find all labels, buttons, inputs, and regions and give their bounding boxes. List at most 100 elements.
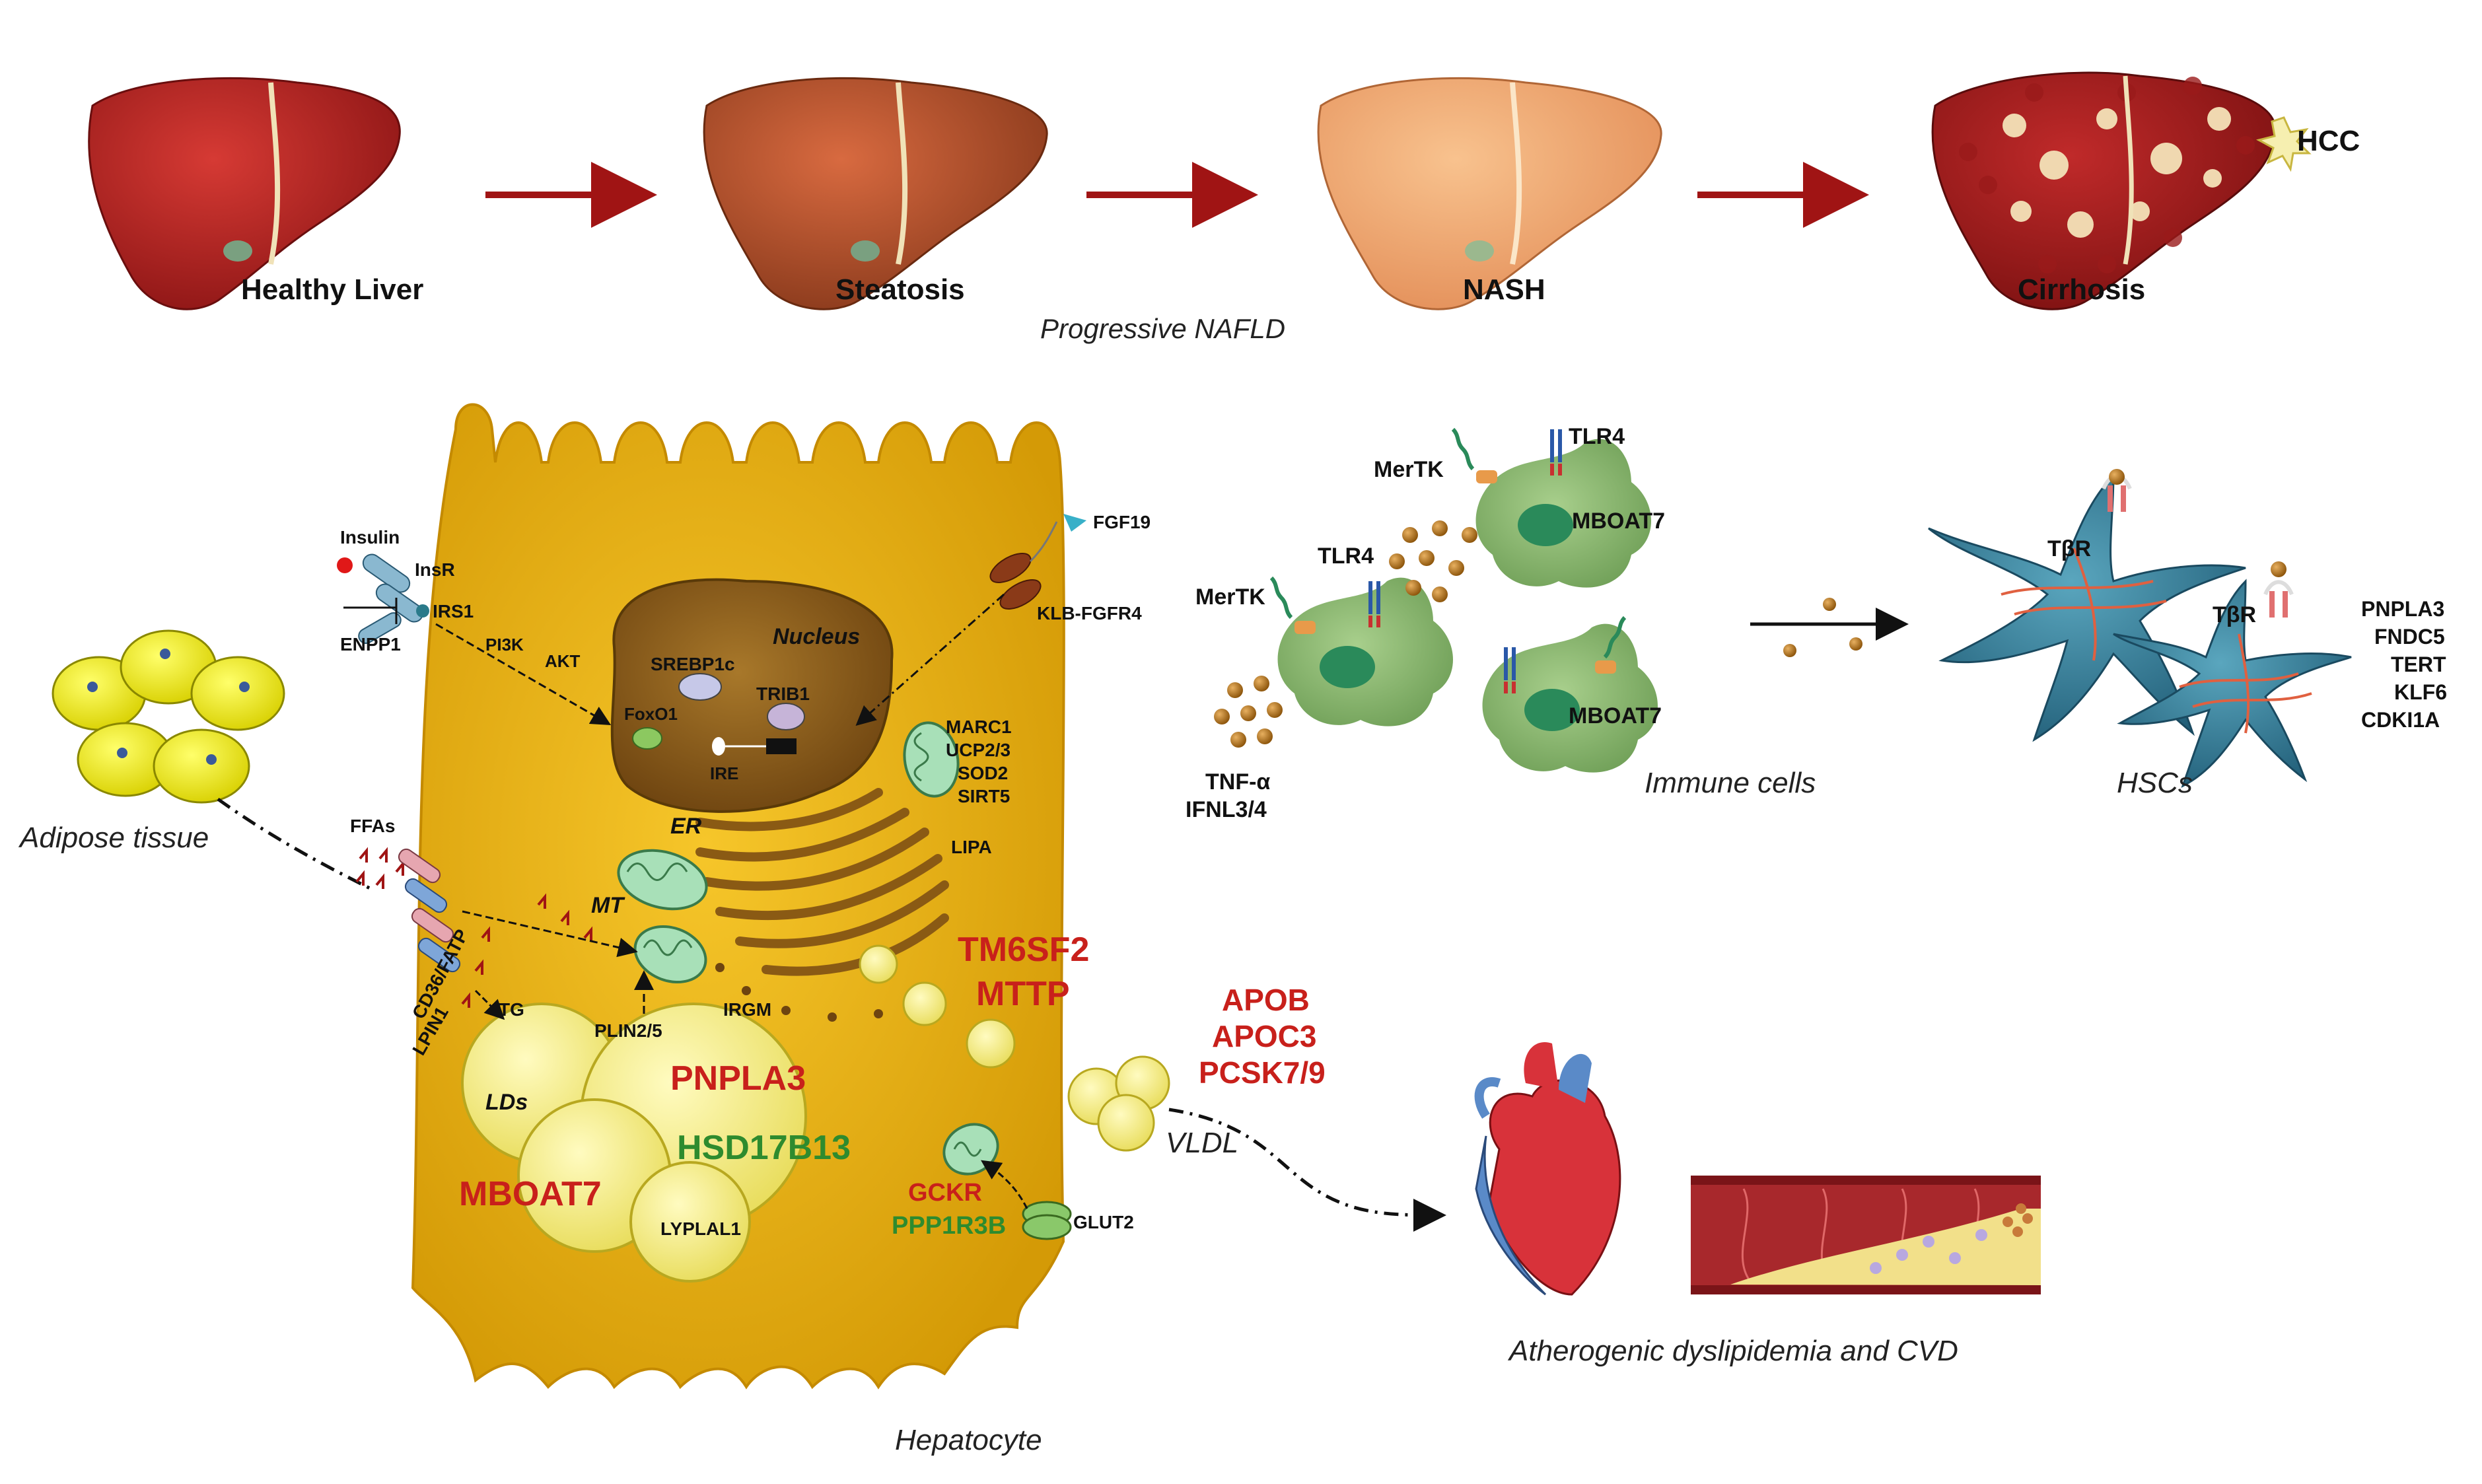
mito-gene-sirt5: SIRT5 <box>958 786 1010 806</box>
ire-shape <box>712 737 725 756</box>
ire-label: IRE <box>710 763 738 783</box>
klb-fgfr4-label: KLB-FGFR4 <box>1037 603 1142 623</box>
enpp1-label: ENPP1 <box>340 634 401 654</box>
vldl-gene-apoc3: APOC3 <box>1212 1019 1316 1053</box>
immune-caption: Immune cells <box>1645 767 1816 799</box>
lipid-droplets <box>461 1003 807 1283</box>
gckr-label: GCKR <box>908 1179 982 1207</box>
ire-gene-block <box>766 738 797 754</box>
ffa-molecules <box>355 847 592 1008</box>
mboat7-immune-2: MBOAT7 <box>1569 703 1662 728</box>
tg-label: TG <box>499 999 524 1020</box>
cytokine-tnf: TNF-α <box>1205 769 1270 795</box>
trib1-shape <box>767 703 805 730</box>
insr-signal-arrow <box>435 623 612 725</box>
hsc-fibers <box>2001 548 2312 734</box>
tlr4-label-2: TLR4 <box>1318 544 1374 569</box>
hsc-gene-fndc5: FNDC5 <box>2374 625 2445 649</box>
hcc-label: HCC <box>2297 125 2360 157</box>
liver-nash <box>1317 77 1662 310</box>
insr-label: InsR <box>415 559 455 580</box>
srebp1c-label: SREBP1c <box>651 654 735 674</box>
adipose-to-cell-arrow <box>217 797 371 890</box>
mertk-label-2: MerTK <box>1195 584 1265 610</box>
tbr-label-1: TβR <box>2047 536 2091 561</box>
irgm-label: IRGM <box>723 999 771 1020</box>
plin-label: PLIN2/5 <box>594 1020 662 1041</box>
foxo1-shape <box>632 727 662 750</box>
fgf19-icon <box>1063 514 1086 532</box>
hsc-cell-2 <box>2113 579 2352 788</box>
mboat7-immune-1: MBOAT7 <box>1572 509 1665 534</box>
heart-icon <box>1474 1042 1621 1296</box>
mt-label: MT <box>591 893 625 918</box>
stage-label-steatosis: Steatosis <box>835 273 965 306</box>
mito-gene-sod2: SOD2 <box>958 763 1008 783</box>
insulin-receptor <box>358 553 429 644</box>
irs1-label: IRS1 <box>433 601 474 621</box>
immune-cell-1 <box>1475 439 1651 588</box>
cytokine-beads-2 <box>1214 676 1283 748</box>
pnpla3-hepatocyte: PNPLA3 <box>670 1059 806 1098</box>
hsc-gene-pnpla3: PNPLA3 <box>2361 597 2444 621</box>
fgfr4-signal-arrow <box>855 593 1005 726</box>
vldl-to-cvd-arrow <box>1168 1108 1446 1232</box>
hsd17b13-label: HSD17B13 <box>677 1129 851 1167</box>
stage-label-cirrhosis: Cirrhosis <box>2018 273 2145 306</box>
tlr4-label-1: TLR4 <box>1569 424 1625 449</box>
mitochondrion-3 <box>903 721 960 798</box>
adipose-caption: Adipose tissue <box>18 822 209 854</box>
foxo1-label: FoxO1 <box>624 704 678 724</box>
tbr-receptors <box>2102 469 2294 618</box>
pi3k-label: PI3K <box>485 635 524 654</box>
vldl-caption: VLDL <box>1166 1127 1238 1159</box>
hsc-gene-cdki1a: CDKI1A <box>2361 708 2440 732</box>
insulin-dot <box>337 557 353 573</box>
adipose-tissue-illustration <box>52 629 285 804</box>
er-label: ER <box>670 814 702 839</box>
mertk-label-1: MerTK <box>1374 457 1444 482</box>
mito-gene-ucp: UCP2/3 <box>946 740 1011 760</box>
mitochondrion-1 <box>617 849 708 911</box>
fgfr4-receptor <box>989 521 1058 610</box>
hsc-caption: HSCs <box>2117 767 2193 799</box>
glut2-arrow <box>981 1160 1028 1209</box>
fgf19-label: FGF19 <box>1093 512 1151 532</box>
lds-label: LDs <box>485 1090 528 1115</box>
ffas-label: FFAs <box>350 816 395 836</box>
lyplal1-label: LYPLAL1 <box>660 1219 741 1239</box>
immune-cell-3 <box>1482 623 1658 773</box>
cd36-transporter <box>398 848 461 973</box>
insulin-label: Insulin <box>340 527 400 548</box>
immune-cell-2 <box>1277 577 1453 726</box>
tg-arrow <box>474 989 505 1020</box>
stage-label-healthy: Healthy Liver <box>241 273 423 306</box>
hsc-gene-klf6: KLF6 <box>2394 680 2447 704</box>
signal-beads <box>1783 598 1862 657</box>
nucleus-label: Nucleus <box>773 624 860 649</box>
hsc-gene-tert: TERT <box>2391 653 2446 676</box>
vldl-particles <box>1067 1055 1170 1152</box>
secretory-vesicles <box>859 944 1016 1069</box>
vldl-gene-pcsk: PCSK7/9 <box>1199 1055 1326 1090</box>
liver-healthy <box>88 77 401 310</box>
akt-label: AKT <box>545 651 581 671</box>
immune-receptors <box>1269 427 1627 693</box>
trib1-label: TRIB1 <box>756 684 810 704</box>
mttp-label: MTTP <box>976 975 1070 1013</box>
ppp1r3b-label: PPP1R3B <box>892 1212 1006 1240</box>
liver-cirrhosis <box>1931 71 2277 310</box>
glut2-transporter <box>1022 1201 1072 1240</box>
cytokine-beads-1 <box>1389 520 1477 602</box>
vldl-gene-apob: APOB <box>1222 983 1310 1017</box>
glut2-label: GLUT2 <box>1073 1212 1134 1232</box>
mito-gene-marc1: MARC1 <box>946 717 1012 737</box>
blood-vessel-illustration <box>1691 1176 2041 1294</box>
cytokine-ifnl: IFNL3/4 <box>1186 797 1267 822</box>
stage-label-nash: NASH <box>1463 273 1545 306</box>
mboat7-hepatocyte: MBOAT7 <box>459 1175 602 1213</box>
ffa-to-mito-arrow <box>462 910 638 958</box>
lipa-label: LIPA <box>951 837 992 857</box>
hcc-burst-icon <box>2255 116 2312 172</box>
tm6sf2-label: TM6SF2 <box>958 931 1089 969</box>
